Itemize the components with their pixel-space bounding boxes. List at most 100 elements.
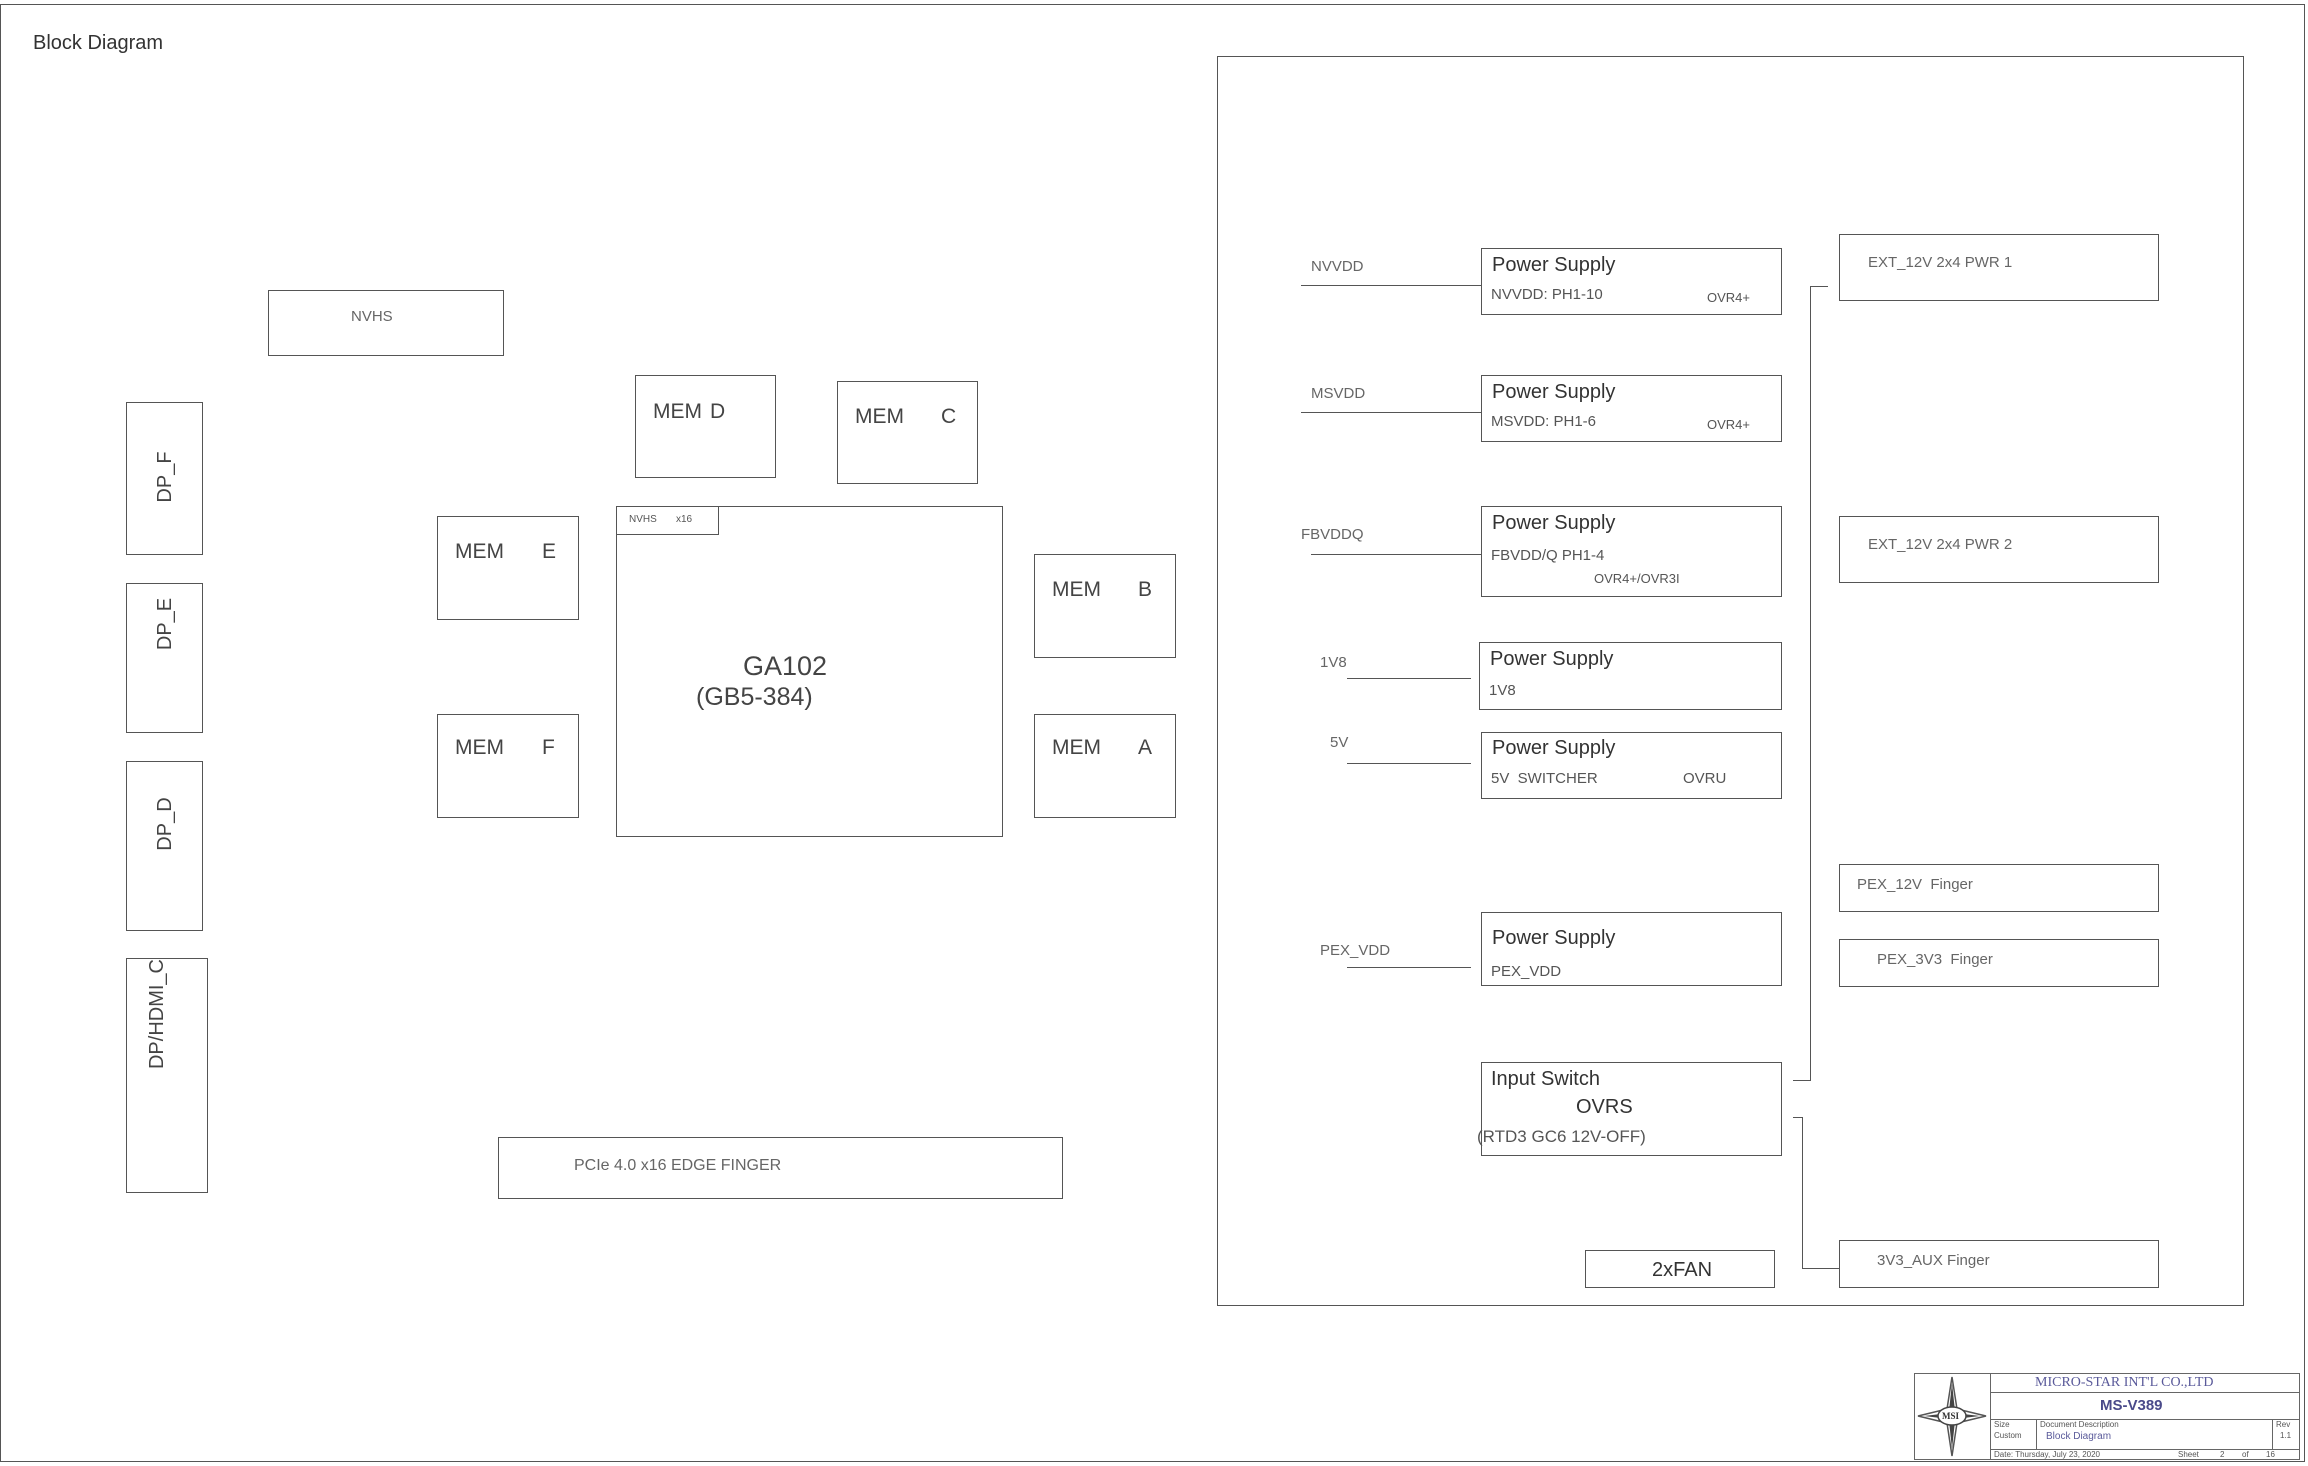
v5-rail-line: [1347, 763, 1471, 764]
dp-f-connector: DP_F: [126, 402, 203, 555]
pex-3v3-finger: PEX_3V3 Finger: [1839, 939, 2159, 987]
fbvddq-ps-title: Power Supply: [1492, 512, 1616, 534]
sheet-total: 16: [2266, 1450, 2275, 1459]
title-block-rule-1: [1990, 1392, 2300, 1393]
nvvdd-ps-ctrl: OVR4+: [1707, 290, 1750, 305]
mem-c-label: MEM: [855, 405, 904, 428]
title-block-rule-2: [1990, 1419, 2300, 1420]
pex-12v-label: PEX_12V Finger: [1857, 876, 1973, 893]
size-value: Custom: [1994, 1431, 2022, 1440]
nvvdd-ps-title: Power Supply: [1492, 254, 1616, 276]
dp-e-connector: DP_E: [126, 583, 203, 733]
page-title: Block Diagram: [33, 32, 164, 54]
mem-a-letter: A: [1138, 736, 1153, 759]
msvdd-ps-sub: MSVDD: PH1-6: [1491, 413, 1597, 430]
ext-bus-top-stub: [1810, 286, 1828, 287]
dp-f-label: DP_F: [154, 451, 176, 503]
dp-e-label: DP_E: [154, 597, 176, 651]
size-label: Size: [1994, 1420, 2010, 1429]
rev-label: Rev: [2276, 1420, 2291, 1429]
mem-e-block: MEM E: [437, 516, 579, 620]
date-value: Date: Thursday, July 23, 2020: [1994, 1450, 2100, 1459]
input-switch-ctrl: OVRS: [1576, 1096, 1633, 1118]
msvdd-rail-label: MSVDD: [1311, 385, 1366, 402]
title-block-size-divider: [2036, 1419, 2037, 1449]
v1v8-rail-label: 1V8: [1320, 654, 1347, 671]
mem-a-block: MEM A: [1034, 714, 1176, 818]
mem-e-label: MEM: [455, 540, 504, 563]
doc-value: Block Diagram: [2046, 1431, 2112, 1442]
dp-d-label: DP_D: [154, 797, 176, 851]
mem-f-label: MEM: [455, 736, 504, 759]
pex-vdd-rail-label: PEX_VDD: [1320, 942, 1391, 959]
mem-d-label: MEM: [653, 400, 702, 423]
sheet-of-label: of: [2242, 1450, 2249, 1459]
mem-c-block: MEM C: [837, 381, 978, 484]
pcie-label: PCIe 4.0 x16 EDGE FINGER: [574, 1157, 782, 1174]
msvdd-ps-title: Power Supply: [1492, 381, 1616, 403]
pex-vdd-power-supply: Power Supply PEX_VDD: [1481, 912, 1782, 986]
v5-ps-ctrl: OVRU: [1683, 770, 1727, 787]
fan-label: 2xFAN: [1652, 1259, 1713, 1281]
nvhs-connector: NVHS: [268, 290, 504, 356]
nvvdd-ps-sub: NVVDD: PH1-10: [1491, 286, 1603, 303]
fbvddq-rail-line: [1311, 554, 1482, 555]
fan-block: 2xFAN: [1585, 1250, 1775, 1288]
ext-pwr1-connector: EXT_12V 2x4 PWR 1: [1839, 234, 2159, 301]
v1v8-ps-title: Power Supply: [1490, 648, 1614, 670]
gpu-name: GA102: [743, 651, 828, 681]
aux-feed-bottom-stub: [1802, 1268, 1839, 1269]
dp-hdmi-c-label: DP/HDMI_C: [146, 959, 168, 1070]
v1v8-power-supply: Power Supply 1V8: [1479, 642, 1782, 710]
v5-power-supply: Power Supply 5V SWITCHER OVRU: [1481, 732, 1782, 799]
gpu-block: NVHS x16 GA102 (GB5-384): [616, 506, 1003, 837]
mem-b-label: MEM: [1052, 578, 1101, 601]
ext-bus-bottom-stub: [1793, 1080, 1811, 1081]
msi-logo-text: MSI: [1942, 1411, 1960, 1421]
msvdd-rail-line: [1301, 412, 1482, 413]
v5-rail-label: 5V: [1330, 734, 1349, 751]
sheet-number: 2: [2220, 1450, 2225, 1459]
mem-b-block: MEM B: [1034, 554, 1176, 658]
ext-pwr2-connector: EXT_12V 2x4 PWR 2: [1839, 516, 2159, 583]
msi-logo: MSI: [1916, 1375, 1988, 1458]
pex-vdd-ps-title: Power Supply: [1492, 927, 1616, 949]
aux-feed-top-stub: [1793, 1117, 1803, 1118]
nvvdd-rail-label: NVVDD: [1311, 258, 1364, 275]
nvhs-label: NVHS: [351, 308, 393, 325]
fbvddq-ps-sub: FBVDD/Q PH1-4: [1491, 547, 1605, 564]
title-block: [1914, 1373, 2300, 1460]
dp-hdmi-c-connector: DP/HDMI_C: [126, 958, 208, 1193]
pex-12v-finger: PEX_12V Finger: [1839, 864, 2159, 912]
title-block-rev-divider: [2272, 1419, 2273, 1449]
title-block-rule-3: [1990, 1449, 2300, 1450]
v5-ps-title: Power Supply: [1492, 737, 1616, 759]
model-number: MS-V389: [2100, 1397, 2163, 1414]
input-switch-note: (RTD3 GC6 12V-OFF): [1477, 1127, 1646, 1146]
dp-d-connector: DP_D: [126, 761, 203, 931]
sheet-label: Sheet: [2178, 1450, 2199, 1459]
ext-pwr2-label: EXT_12V 2x4 PWR 2: [1868, 536, 2013, 553]
mem-a-label: MEM: [1052, 736, 1101, 759]
mem-d-letter: D: [710, 400, 726, 423]
gpu-package: (GB5-384): [696, 683, 813, 711]
pex-vdd-rail-line: [1347, 967, 1471, 968]
doc-label: Document Description: [2040, 1420, 2119, 1429]
gpu-tab-nvhs: NVHS: [629, 514, 657, 525]
fbvddq-rail-label: FBVDDQ: [1301, 526, 1364, 543]
msvdd-power-supply: Power Supply MSVDD: PH1-6 OVR4+: [1481, 375, 1782, 442]
mem-c-letter: C: [941, 405, 957, 428]
pcie-edge-finger: PCIe 4.0 x16 EDGE FINGER: [498, 1137, 1063, 1199]
mem-e-letter: E: [542, 540, 557, 563]
aux-feed-vertical: [1802, 1117, 1803, 1269]
aux-3v3-label: 3V3_AUX Finger: [1877, 1252, 1990, 1269]
ext-bus-vertical: [1810, 286, 1811, 1081]
nvvdd-rail-line: [1301, 285, 1482, 286]
nvvdd-power-supply: Power Supply NVVDD: PH1-10 OVR4+: [1481, 248, 1782, 315]
input-switch-block: Input Switch OVRS (RTD3 GC6 12V-OFF): [1477, 1062, 1782, 1156]
v1v8-rail-line: [1347, 678, 1471, 679]
ext-pwr1-label: EXT_12V 2x4 PWR 1: [1868, 254, 2013, 271]
v5-ps-sub: 5V SWITCHER: [1491, 770, 1598, 787]
mem-d-block: MEM D: [635, 375, 776, 478]
mem-b-letter: B: [1138, 578, 1153, 601]
